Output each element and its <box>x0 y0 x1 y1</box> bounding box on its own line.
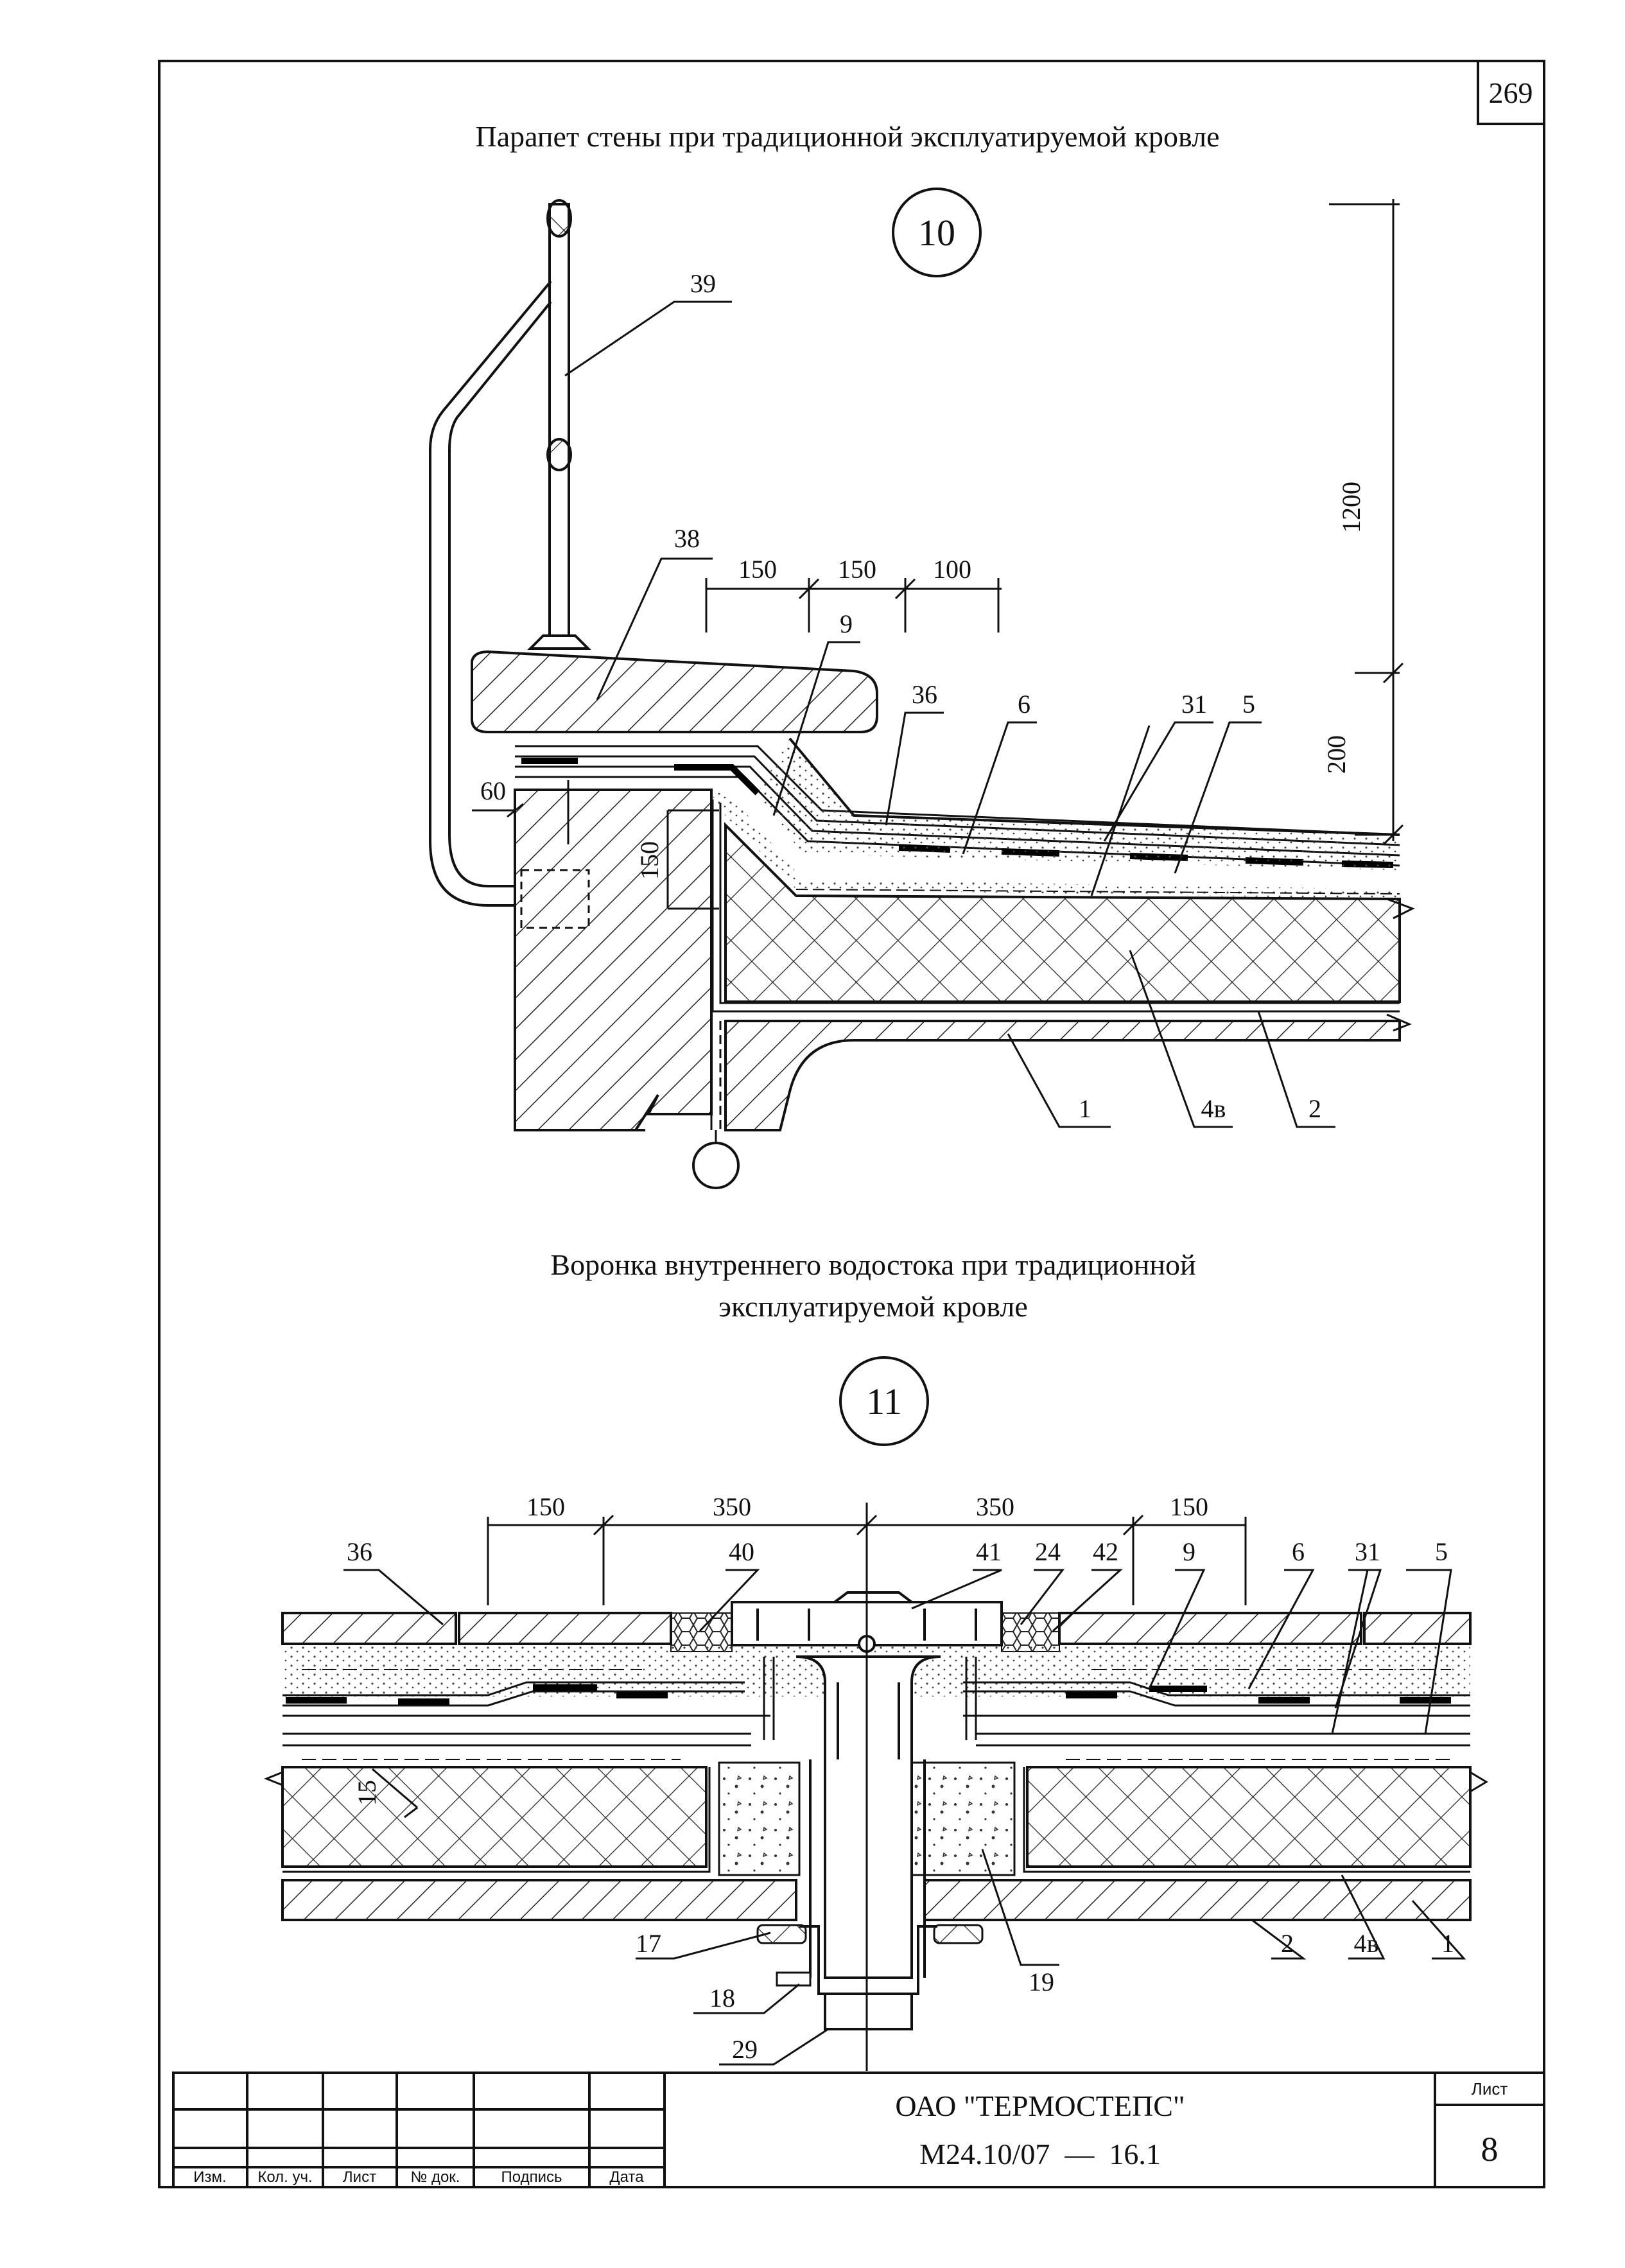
railing-bracket <box>429 280 552 907</box>
svg-text:39: 39 <box>690 269 716 298</box>
detail-11-title-2: эксплуатируемой кровле <box>718 1290 1028 1323</box>
svg-text:Лист: Лист <box>343 2168 376 2186</box>
dims-10 <box>472 199 1404 910</box>
svg-text:Кол. уч.: Кол. уч. <box>257 2168 312 2186</box>
svg-text:1: 1 <box>1079 1094 1091 1123</box>
dims-11 <box>487 1514 1247 1605</box>
svg-text:150: 150 <box>526 1492 565 1521</box>
roof-slab <box>724 1020 1401 1131</box>
svg-text:1200: 1200 <box>1337 482 1366 533</box>
svg-text:5: 5 <box>1242 690 1255 719</box>
seal-ring-right <box>933 1924 984 1944</box>
svg-text:9: 9 <box>1183 1537 1195 1566</box>
svg-text:150: 150 <box>1170 1492 1208 1521</box>
axis-marker <box>692 1142 740 1189</box>
svg-text:100: 100 <box>933 555 971 584</box>
document-code: М24.10/07 — 16.1 <box>919 2138 1161 2170</box>
svg-text:Изм.: Изм. <box>193 2168 226 2186</box>
detail-10-title: Парапет стены при традиционной эксплуати… <box>475 120 1219 153</box>
top-tiles <box>281 1612 1472 1645</box>
insulation <box>724 822 1401 1003</box>
svg-text:18: 18 <box>709 1984 735 2012</box>
sheet-value: 8 <box>1481 2130 1499 2168</box>
svg-text:36: 36 <box>912 680 937 709</box>
svg-text:350: 350 <box>976 1492 1014 1521</box>
svg-text:17: 17 <box>636 1929 661 1958</box>
svg-text:36: 36 <box>347 1537 372 1566</box>
detail-10-marker <box>892 188 982 277</box>
svg-text:Подпись: Подпись <box>501 2168 562 2186</box>
svg-text:31: 31 <box>1181 690 1207 719</box>
svg-text:38: 38 <box>674 524 700 553</box>
organization-name: ОАО "ТЕРМОСТЕПС" <box>895 2089 1185 2122</box>
concrete-fill-left <box>718 1761 801 1876</box>
railing-post <box>527 199 591 650</box>
drain-insulation-left <box>281 1766 708 1868</box>
svg-text:6: 6 <box>1018 690 1030 719</box>
parapet-wall <box>514 789 713 1131</box>
drain-insulation-right <box>1026 1766 1472 1868</box>
svg-text:60: 60 <box>480 776 506 805</box>
svg-text:Дата: Дата <box>609 2168 644 2186</box>
svg-text:31: 31 <box>1355 1537 1380 1566</box>
svg-text:1: 1 <box>1441 1929 1454 1958</box>
svg-text:24: 24 <box>1035 1537 1061 1566</box>
sheet-number-box <box>1477 60 1545 125</box>
svg-text:200: 200 <box>1322 735 1351 774</box>
seal-ring-left <box>756 1924 807 1944</box>
svg-text:350: 350 <box>713 1492 751 1521</box>
svg-text:41: 41 <box>976 1537 1002 1566</box>
svg-text:150: 150 <box>635 841 664 880</box>
svg-text:4в: 4в <box>1201 1094 1226 1123</box>
svg-text:2: 2 <box>1281 1929 1294 1958</box>
svg-text:40: 40 <box>729 1537 754 1566</box>
svg-text:42: 42 <box>1093 1537 1118 1566</box>
screed-layer <box>758 738 1400 870</box>
title-block <box>172 2072 1545 2188</box>
svg-text:4в: 4в <box>1354 1929 1379 1958</box>
drain-membranes <box>282 1681 1470 1747</box>
svg-text:29: 29 <box>732 2035 758 2064</box>
svg-text:19: 19 <box>1029 1967 1054 1996</box>
drain-slab-left <box>281 1879 797 1921</box>
svg-text:Лист: Лист <box>1472 2079 1508 2098</box>
svg-text:15: 15 <box>352 1780 381 1806</box>
svg-text:2: 2 <box>1308 1094 1321 1123</box>
detail-11-title-1: Воронка внутреннего водостока при традиц… <box>550 1248 1195 1281</box>
svg-text:150: 150 <box>738 555 777 584</box>
svg-text:№ док.: № док. <box>411 2168 460 2186</box>
concrete-fill-right <box>910 1761 1016 1876</box>
parapet-coping <box>471 650 878 733</box>
drain-slab-right <box>923 1879 1472 1921</box>
clamp <box>776 1971 812 1987</box>
svg-text:6: 6 <box>1292 1537 1305 1566</box>
svg-text:5: 5 <box>1435 1537 1448 1566</box>
detail-11-number: 11 <box>866 1381 902 1422</box>
detail-11-marker <box>839 1356 929 1446</box>
detail-10-number: 10 <box>918 212 955 254</box>
svg-text:150: 150 <box>838 555 876 584</box>
sheet-number: 269 <box>1489 76 1533 109</box>
svg-text:9: 9 <box>840 609 853 638</box>
